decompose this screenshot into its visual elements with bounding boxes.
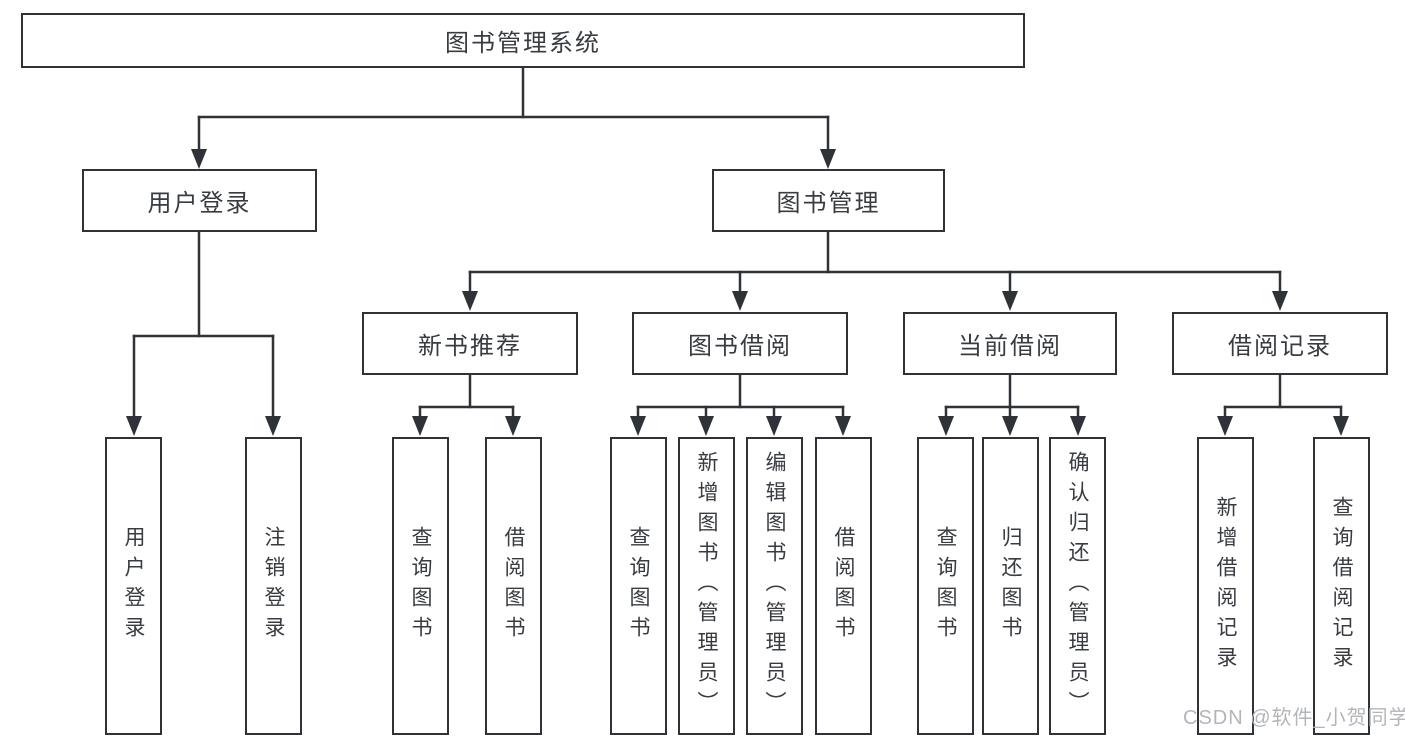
connector-book-mgmt-to-level3 xyxy=(462,230,1288,311)
node-new-book-recommend-label: 新书推荐 xyxy=(418,333,522,360)
leaf-borrow-book-1-label: 借阅图书 xyxy=(502,526,525,646)
leaf-query-book-3: 查询图书 xyxy=(917,437,974,735)
connector-root-to-level2 xyxy=(191,66,836,169)
leaf-confirm-return-admin-label: 确认归还︵管理员︶ xyxy=(1066,451,1089,721)
node-user-login-label: 用户登录 xyxy=(147,190,252,217)
leaf-return-book-label: 归还图书 xyxy=(999,526,1022,646)
leaf-confirm-return-admin: 确认归还︵管理员︶ xyxy=(1049,437,1106,735)
leaf-query-book-2-label: 查询图书 xyxy=(627,526,650,646)
connector-borrow-record-children xyxy=(1217,373,1349,436)
node-borrow-record-label: 借阅记录 xyxy=(1228,333,1332,360)
node-borrow-record: 借阅记录 xyxy=(1172,312,1388,375)
leaf-edit-book-admin: 编辑图书︵管理员︶ xyxy=(746,437,803,735)
leaf-query-book-1: 查询图书 xyxy=(392,437,449,735)
leaf-borrow-book-1: 借阅图书 xyxy=(485,437,542,735)
node-book-borrow-label: 图书借阅 xyxy=(688,333,792,360)
leaf-add-borrow-record-label: 新增借阅记录 xyxy=(1214,496,1237,676)
leaf-user-login: 用户登录 xyxy=(105,437,162,735)
connector-current-borrow-children xyxy=(938,373,1086,436)
leaf-add-book-admin-label: 新增图书︵管理员︶ xyxy=(695,451,718,721)
node-user-login: 用户登录 xyxy=(82,169,317,232)
node-root: 图书管理系统 xyxy=(21,13,1025,68)
leaf-add-borrow-record: 新增借阅记录 xyxy=(1197,437,1254,735)
leaf-logout-label: 注销登录 xyxy=(262,526,285,646)
node-new-book-recommend: 新书推荐 xyxy=(362,312,578,375)
node-book-mgmt-label: 图书管理 xyxy=(776,190,881,217)
node-root-label: 图书管理系统 xyxy=(445,30,601,57)
leaf-query-book-2: 查询图书 xyxy=(610,437,667,735)
leaf-add-book-admin: 新增图书︵管理员︶ xyxy=(678,437,735,735)
connector-book-borrow-children xyxy=(630,373,851,436)
leaf-borrow-book-2-label: 借阅图书 xyxy=(832,526,855,646)
leaf-query-borrow-record: 查询借阅记录 xyxy=(1313,437,1370,735)
node-current-borrow-label: 当前借阅 xyxy=(958,333,1062,360)
node-book-borrow: 图书借阅 xyxy=(632,312,848,375)
node-current-borrow: 当前借阅 xyxy=(903,312,1117,375)
leaf-edit-book-admin-label: 编辑图书︵管理员︶ xyxy=(763,451,786,721)
leaf-return-book: 归还图书 xyxy=(982,437,1039,735)
connector-user-login-children xyxy=(126,230,281,436)
csdn-watermark: CSDN @软件_小贺同学 xyxy=(1183,707,1405,729)
leaf-borrow-book-2: 借阅图书 xyxy=(815,437,872,735)
leaf-query-book-3-label: 查询图书 xyxy=(934,526,957,646)
connector-new-book-children xyxy=(412,373,521,436)
leaf-user-login-label: 用户登录 xyxy=(122,526,145,646)
leaf-query-borrow-record-label: 查询借阅记录 xyxy=(1330,496,1353,676)
leaf-query-book-1-label: 查询图书 xyxy=(409,526,432,646)
node-book-mgmt: 图书管理 xyxy=(712,169,945,232)
leaf-logout: 注销登录 xyxy=(245,437,302,735)
